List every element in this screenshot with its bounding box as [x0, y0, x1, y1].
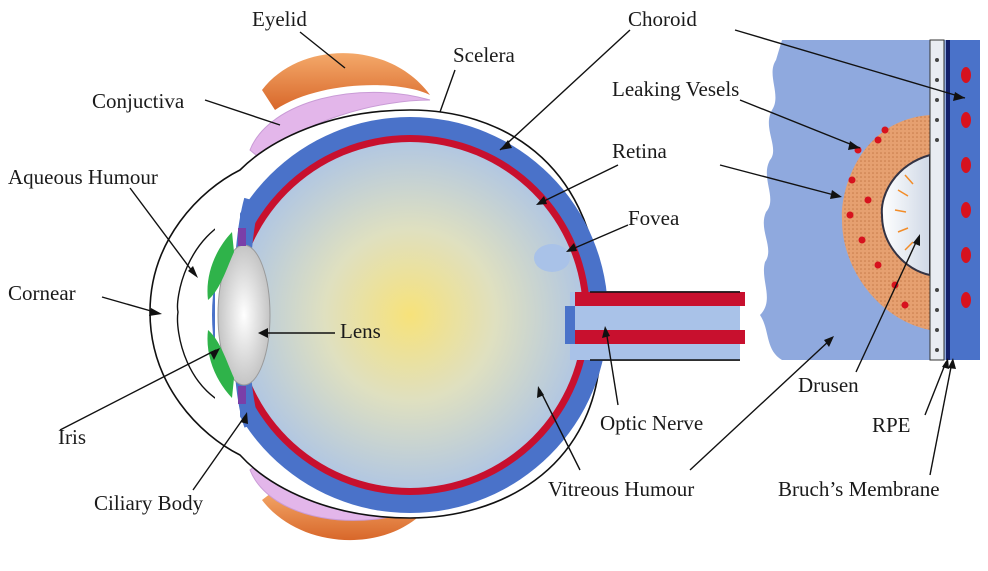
- label-lens: Lens: [340, 319, 381, 343]
- label-bruchs-membrane: Bruch’s Membrane: [778, 477, 940, 501]
- label-retina: Retina: [612, 139, 667, 163]
- label-eyelid: Eyelid: [252, 7, 307, 31]
- bruchs-membrane-layer: [946, 40, 950, 360]
- label-ciliary-body: Ciliary Body: [94, 491, 204, 515]
- label-cornear: Cornear: [8, 281, 76, 305]
- label-conjuctiva: Conjuctiva: [92, 89, 185, 113]
- optic-nerve: [565, 292, 745, 360]
- label-choroid: Choroid: [628, 7, 697, 31]
- label-leaking-vesels: Leaking Vesels: [612, 77, 739, 101]
- choroid-layer: [950, 40, 980, 360]
- fovea-spot: [534, 244, 570, 272]
- vitreous-humour: [237, 142, 583, 488]
- label-scelera: Scelera: [453, 43, 515, 67]
- ciliary-body-upper: [238, 228, 246, 246]
- eye-globe: [150, 53, 745, 540]
- retina-detail: [760, 40, 980, 360]
- label-optic-nerve: Optic Nerve: [600, 411, 703, 435]
- ciliary-body-lower: [238, 386, 246, 404]
- label-drusen: Drusen: [798, 373, 859, 397]
- label-aqueous-humour: Aqueous Humour: [8, 165, 158, 189]
- label-vitreous-humour: Vitreous Humour: [548, 477, 694, 501]
- label-rpe: RPE: [872, 413, 911, 437]
- label-iris: Iris: [58, 425, 86, 449]
- label-fovea: Fovea: [628, 206, 680, 230]
